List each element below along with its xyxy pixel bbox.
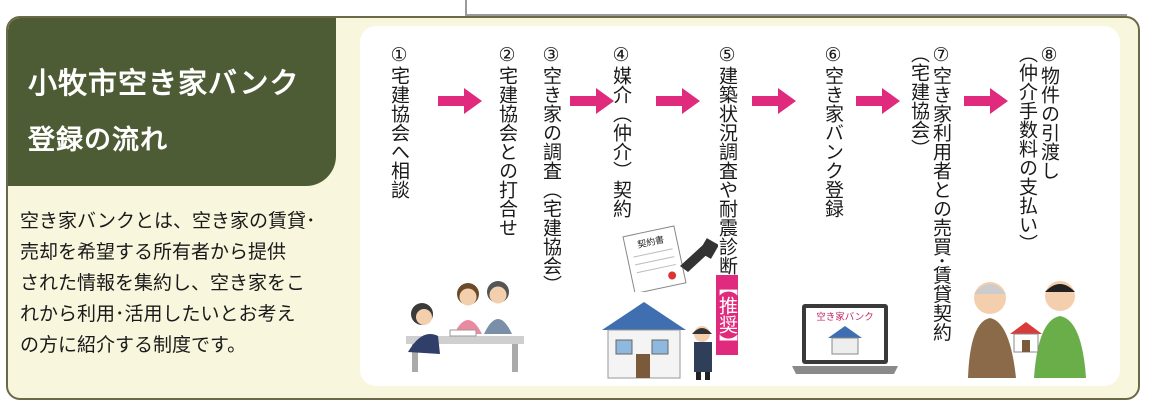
- top-divider: [465, 0, 1127, 16]
- step-5: ⑤建築状況調査や耐震診断【推奨】: [716, 44, 738, 355]
- recommended-badge: 【推奨】: [716, 275, 738, 355]
- laptop-screen-title: 空き家バンク: [816, 311, 873, 323]
- title-line-1: 小牧市空き家バンク: [28, 66, 300, 100]
- arrow-right-icon: [856, 88, 900, 114]
- step-7: ⑦空き家利用者との売買･賃貸契約 （宅建協会）: [908, 44, 952, 342]
- description-line: された情報を集約し、空き家をこ: [20, 272, 306, 294]
- step-2-label: ②宅建協会との打合せ: [496, 44, 518, 237]
- laptop-illustration: 空き家バンク: [792, 304, 898, 374]
- arrow-right-icon: [964, 88, 1008, 114]
- step-2: ②宅建協会との打合せ: [496, 44, 518, 237]
- step-4-label: ④媒介（仲介）契約: [610, 44, 632, 218]
- step-6-label: ⑥空き家バンク登録: [822, 44, 844, 218]
- arrow-right-icon: [752, 88, 796, 114]
- step-1-label: ①宅建協会へ相談: [388, 44, 410, 199]
- title-box: 小牧市空き家バンク 登録の流れ: [8, 18, 336, 186]
- arrow-right-icon: [438, 88, 482, 114]
- consultation-illustration: [406, 281, 524, 372]
- step-7-sub: （宅建協会）: [908, 44, 930, 158]
- step-5-label: ⑤建築状況調査や耐震診断: [716, 44, 738, 275]
- step-3: ③空き家の調査（宅建協会）: [540, 44, 562, 294]
- arrow-right-icon: [656, 88, 700, 114]
- arrow-right-icon: [570, 88, 614, 114]
- description-line: 空き家バンクとは、空き家の賃貸･: [20, 210, 316, 232]
- description-line: の方に紹介する制度です。: [20, 334, 247, 356]
- handover-illustration: [968, 281, 1086, 378]
- description-line: れから利用･活用したいとお考え: [20, 303, 296, 325]
- step-8: ⑧物件の引渡し （仲介手数料の支払い）: [1016, 44, 1060, 253]
- step-7-label: ⑦空き家利用者との売買･賃貸契約: [930, 44, 952, 342]
- title-line-2: 登録の流れ: [28, 125, 168, 156]
- step-8-sub: （仲介手数料の支払い）: [1016, 44, 1038, 253]
- contract-illustration: 契約書: [622, 225, 718, 292]
- flow-frame: 小牧市空き家バンク 登録の流れ 空き家バンクとは、空き家の賃貸･ 売却を希望する…: [6, 16, 1140, 400]
- description: 空き家バンクとは、空き家の賃貸･ 売却を希望する所有者から提供 された情報を集約…: [20, 206, 370, 361]
- steps-panel: ①宅建協会へ相談 ②宅建協会との打合せ ③空き家の調査（宅建協会） ④媒介（仲介…: [360, 26, 1120, 386]
- step-8-label: ⑧物件の引渡し: [1038, 44, 1060, 180]
- step-4: ④媒介（仲介）契約: [610, 44, 632, 218]
- step-3-label: ③空き家の調査（宅建協会）: [540, 44, 562, 294]
- step-1: ①宅建協会へ相談: [388, 44, 410, 199]
- house-inspection-illustration: [602, 302, 712, 380]
- description-line: 売却を希望する所有者から提供: [20, 241, 287, 263]
- step-6: ⑥空き家バンク登録: [822, 44, 844, 218]
